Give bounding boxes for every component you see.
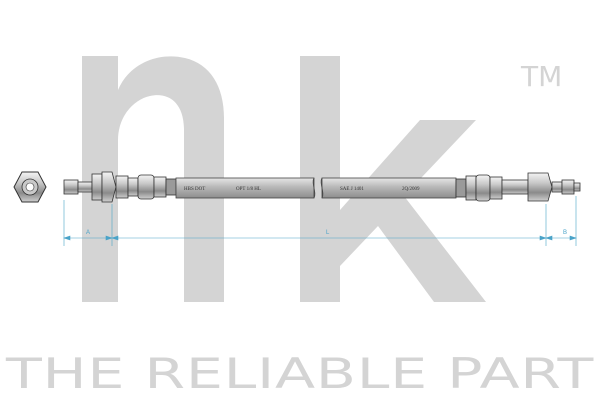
dimension-label-a: A — [86, 230, 90, 236]
hose-marking-3: SAE J 1401 — [340, 187, 364, 192]
slogan-text: THE RELIABLE PART — [5, 349, 594, 398]
right-fitting — [455, 172, 581, 202]
hex-nut-end-view — [13, 171, 47, 203]
dimension-lines — [63, 196, 577, 246]
hose-marking-2: OPT 1/8 HL — [236, 187, 261, 192]
hose-marking-4: 2Q/2009 — [402, 187, 420, 192]
hose-body — [175, 177, 457, 199]
dimension-label-b: B — [563, 230, 567, 236]
trademark-mark: TM — [520, 60, 562, 93]
left-fitting — [63, 171, 177, 203]
hose-marking-1: HBS DOT — [184, 187, 205, 192]
dimension-label-l: L — [326, 230, 330, 236]
